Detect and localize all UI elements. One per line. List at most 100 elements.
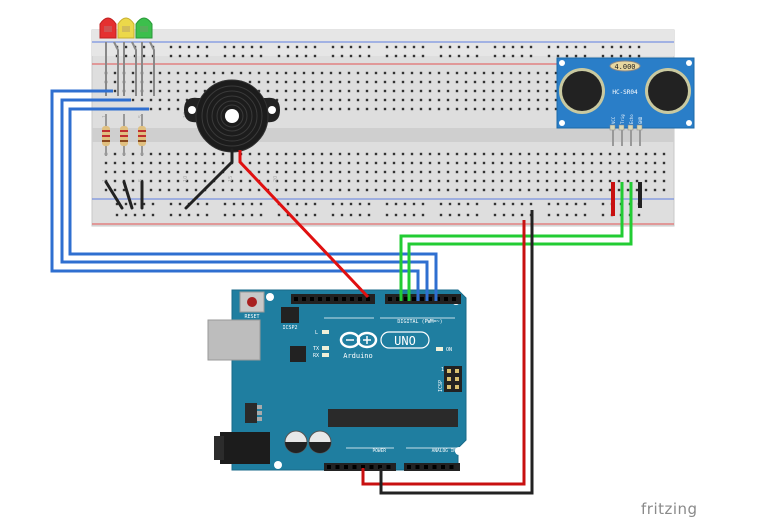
breadboard-hole: [293, 80, 297, 84]
breadboard-hole: [509, 107, 513, 111]
breadboard-hole: [284, 98, 288, 102]
breadboard-hole: [257, 188, 261, 192]
breadboard-hole: [151, 202, 155, 206]
breadboard-hole: [356, 188, 360, 192]
breadboard-hole: [212, 71, 216, 75]
sensor-pin-gnd: GND: [638, 116, 643, 124]
arduino-header-pin: [420, 297, 424, 301]
breadboard-hole: [277, 45, 281, 49]
breadboard-hole: [383, 152, 387, 156]
breadboard-hole: [124, 202, 128, 206]
breadboard-hole: [266, 71, 270, 75]
breadboard-hole: [349, 213, 353, 217]
breadboard-hole: [176, 152, 180, 156]
breadboard-hole: [637, 54, 641, 58]
arduino-header-pin: [424, 465, 428, 469]
breadboard-hole: [392, 188, 396, 192]
breadboard-hole: [167, 80, 171, 84]
breadboard-hole: [473, 161, 477, 165]
breadboard-hole: [473, 152, 477, 156]
breadboard-hole: [131, 89, 135, 93]
breadboard-hole: [347, 80, 351, 84]
sensor-model-label: HC-SR04: [612, 89, 638, 96]
breadboard-hole: [374, 80, 378, 84]
breadboard-hole: [241, 45, 245, 49]
breadboard-hole: [473, 80, 477, 84]
breadboard-hole: [365, 161, 369, 165]
breadboard-hole: [482, 161, 486, 165]
breadboard-hole: [293, 179, 297, 183]
breadboard-hole: [662, 188, 666, 192]
breadboard-hole: [221, 188, 225, 192]
arduino-header-pin: [369, 465, 374, 469]
breadboard-hole: [536, 161, 540, 165]
breadboard-column-label: 10: [183, 176, 189, 182]
breadboard-hole: [410, 179, 414, 183]
breadboard-hole: [536, 107, 540, 111]
breadboard-hole: [169, 213, 173, 217]
breadboard-hole: [194, 152, 198, 156]
breadboard-hole: [313, 45, 317, 49]
breadboard-hole: [295, 54, 299, 58]
breadboard-hole: [124, 213, 128, 217]
breadboard-hole: [455, 170, 459, 174]
breadboard-hole: [482, 98, 486, 102]
breadboard-hole: [401, 161, 405, 165]
breadboard-hole: [518, 161, 522, 165]
breadboard-hole: [266, 161, 270, 165]
breadboard-hole: [142, 45, 146, 49]
reset-button[interactable]: [239, 291, 265, 313]
breadboard-hole: [518, 89, 522, 93]
breadboard-hole: [347, 98, 351, 102]
breadboard-hole: [329, 152, 333, 156]
sensor-pin-echo: Echo: [629, 114, 634, 124]
breadboard-hole: [419, 107, 423, 111]
breadboard-hole: [149, 188, 153, 192]
breadboard-hole: [428, 188, 432, 192]
breadboard-hole: [367, 45, 371, 49]
breadboard-hole: [403, 202, 407, 206]
arduino-header-pin: [352, 465, 357, 469]
breadboard-hole: [412, 54, 416, 58]
breadboard-hole: [113, 80, 117, 84]
breadboard-hole: [302, 152, 306, 156]
breadboard-hole: [511, 45, 515, 49]
breadboard-hole: [475, 54, 479, 58]
breadboard-hole: [358, 202, 362, 206]
breadboard-hole: [509, 89, 513, 93]
resistor-3: [138, 114, 146, 156]
breadboard-hole: [340, 202, 344, 206]
breadboard-hole: [475, 202, 479, 206]
breadboard-hole: [401, 152, 405, 156]
resistor-2: [120, 114, 128, 156]
breadboard-hole: [176, 80, 180, 84]
breadboard-hole: [511, 213, 515, 217]
breadboard-hole: [500, 98, 504, 102]
breadboard-hole: [610, 54, 614, 58]
breadboard-hole: [662, 152, 666, 156]
breadboard-hole: [374, 152, 378, 156]
breadboard-hole: [311, 179, 315, 183]
breadboard-hole: [500, 179, 504, 183]
breadboard-hole: [140, 161, 144, 165]
breadboard-hole: [403, 213, 407, 217]
breadboard-hole: [223, 45, 227, 49]
breadboard-hole: [590, 170, 594, 174]
model-label: UNO: [394, 334, 416, 348]
breadboard-hole: [176, 98, 180, 102]
breadboard-hole: [347, 89, 351, 93]
breadboard-hole: [653, 161, 657, 165]
breadboard-hole: [167, 179, 171, 183]
breadboard-hole: [142, 202, 146, 206]
wire-red-5v: [361, 220, 526, 486]
breadboard-hole: [410, 107, 414, 111]
breadboard-hole: [374, 71, 378, 75]
breadboard-hole: [446, 98, 450, 102]
breadboard-hole: [601, 202, 605, 206]
breadboard-hole: [428, 89, 432, 93]
breadboard-hole: [626, 152, 630, 156]
breadboard-hole: [419, 179, 423, 183]
breadboard-hole: [527, 71, 531, 75]
breadboard-hole: [275, 161, 279, 165]
breadboard-hole: [295, 202, 299, 206]
